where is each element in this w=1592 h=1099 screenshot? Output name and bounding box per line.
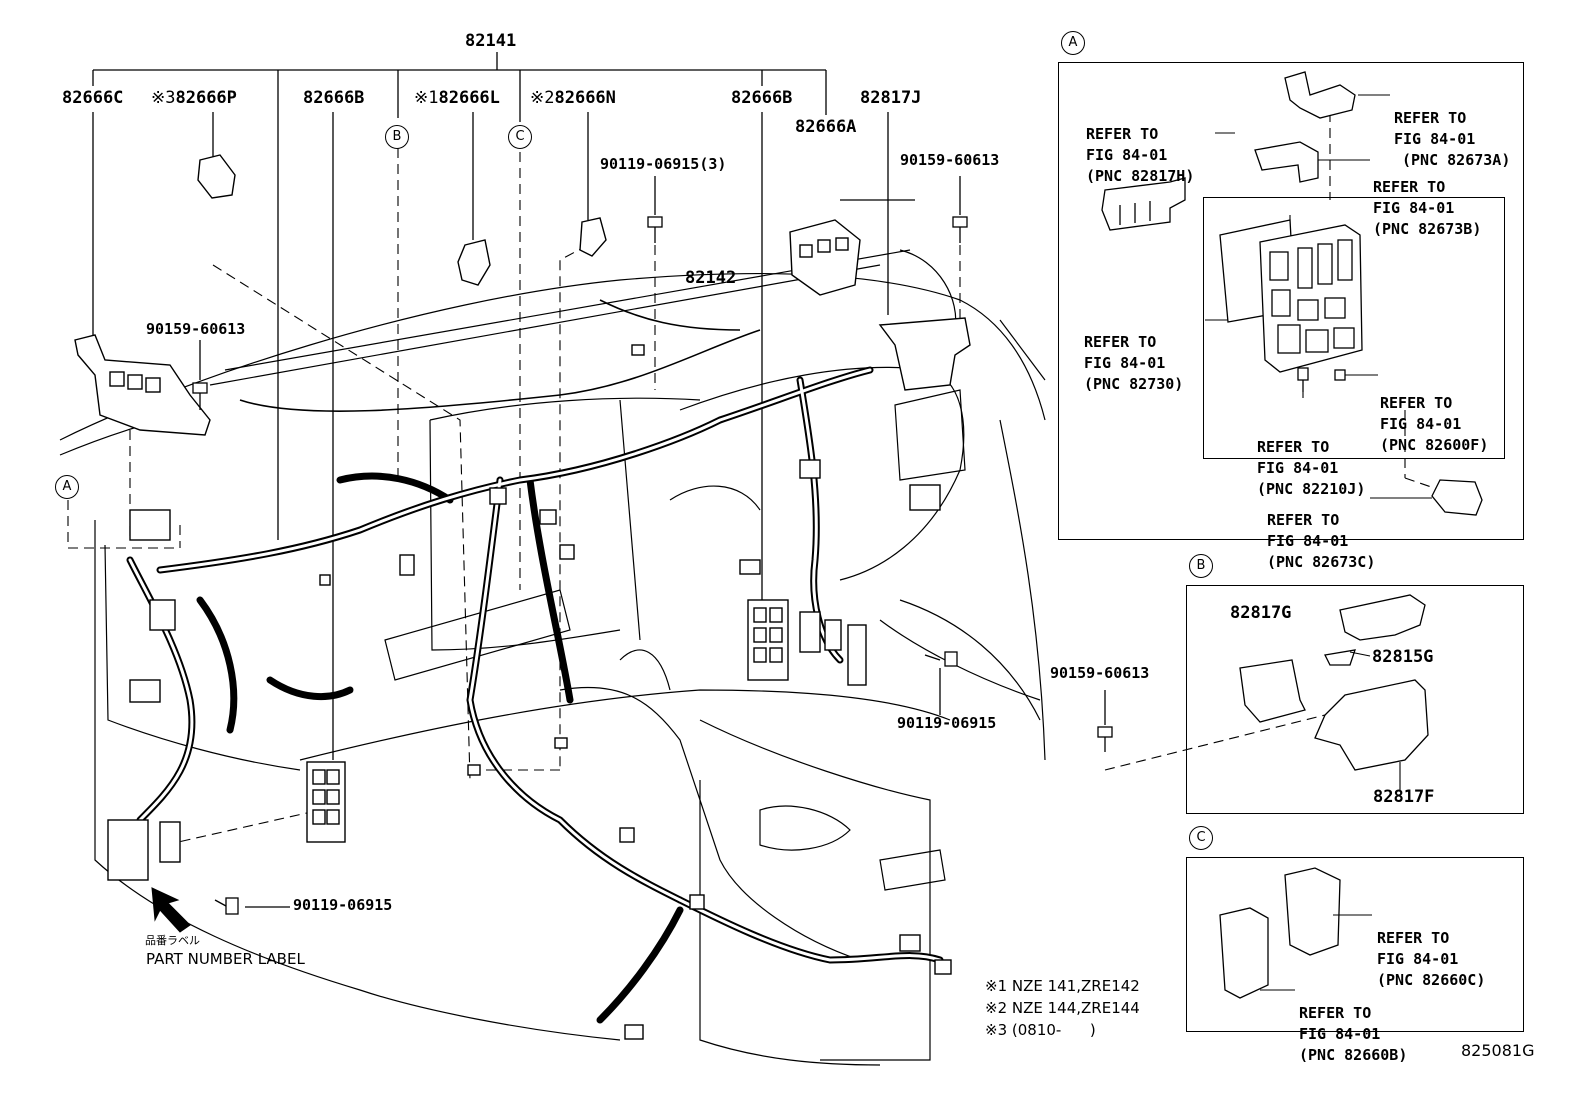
ref-line: (PNC 82817H) (1086, 167, 1195, 185)
ref-82817h: REFER TO FIG 84-01 (PNC 82817H) (1086, 82, 1194, 208)
ref-line: (PNC 82210J) (1257, 480, 1366, 498)
ref-line: FIG 84-01 (1086, 146, 1168, 164)
mark: ※3 (151, 88, 176, 108)
part-label-82815g: 82815G (1372, 647, 1434, 667)
bolt-label-90119-06915-bottom: 90119-06915 (293, 896, 393, 914)
part-label-82142: 82142 (685, 268, 737, 288)
box-a-tag: A (1061, 31, 1085, 55)
ref-line: REFER TO (1380, 394, 1453, 412)
footnote-2: ※2 NZE 144,ZRE144 (985, 999, 1140, 1017)
ref-line: FIG 84-01 (1380, 415, 1462, 433)
part-no: 82666C (62, 88, 124, 108)
detail-box-c (1186, 857, 1524, 1032)
ref-line: (PNC 82673C) (1267, 553, 1376, 571)
ref-82673a: REFER TO FIG 84-01 (PNC 82673A) (1394, 66, 1510, 192)
footnote-3: ※3 (0810- ) (985, 1021, 1096, 1039)
bolt-label-90119-06915-3: 90119-06915(3) (600, 155, 727, 173)
part-label-82666b-left: 82666B (303, 90, 364, 107)
part-label-82817g: 82817G (1230, 603, 1292, 623)
part-82141-label: 82141 (465, 31, 517, 51)
part-label-82666c: 82666C (62, 90, 123, 107)
ref-line: FIG 84-01 (1267, 532, 1349, 550)
part-label-82666b-right: 82666B (731, 90, 792, 107)
ref-82600f: REFER TO FIG 84-01 (PNC 82600F) (1380, 351, 1488, 477)
box-c-tag: C (1189, 826, 1213, 850)
ref-line: FIG 84-01 (1373, 199, 1455, 217)
ref-line: (PNC 82660C) (1377, 971, 1486, 989)
box-b-tag: B (1189, 554, 1213, 578)
ref-82673b: REFER TO FIG 84-01 (PNC 82673B) (1373, 135, 1481, 261)
mark: ※1 (414, 88, 439, 108)
part-number-label-en: PART NUMBER LABEL (146, 950, 305, 968)
relay-block-frame (1203, 197, 1505, 459)
ref-line: REFER TO (1377, 929, 1450, 947)
footnote-1: ※1 NZE 141,ZRE142 (985, 977, 1140, 995)
ref-line: (PNC 82660B) (1299, 1046, 1408, 1064)
bolt-label-90159-60613-box-b: 90159-60613 (1050, 664, 1150, 682)
ref-line: (PNC 82673A) (1402, 151, 1511, 169)
part-no: 82666B (303, 88, 365, 108)
ref-line: REFER TO (1394, 109, 1467, 127)
part-label-82817j: 82817J (860, 90, 921, 107)
bolt-label-90159-60613-left: 90159-60613 (146, 320, 246, 338)
ref-line: (PNC 82600F) (1380, 436, 1489, 454)
detail-box-a (1058, 62, 1524, 540)
bolt-label-90159-60613-right: 90159-60613 (900, 151, 1000, 169)
ref-line: FIG 84-01 (1257, 459, 1339, 477)
ref-line: FIG 84-01 (1084, 354, 1166, 372)
ref-82660b: REFER TO FIG 84-01 (PNC 82660B) (1299, 961, 1407, 1087)
part-no: 82666N (554, 88, 616, 108)
ref-line: REFER TO (1299, 1004, 1372, 1022)
ref-line: (PNC 82673B) (1373, 220, 1482, 238)
part-label-82666a: 82666A (795, 117, 857, 137)
part-label-82666p: ※382666P (151, 90, 237, 107)
mark: ※2 (530, 88, 555, 108)
ref-line: REFER TO (1086, 125, 1159, 143)
ref-line: (PNC 82730) (1084, 375, 1184, 393)
part-label-82666n: ※282666N (530, 90, 616, 107)
ref-line: REFER TO (1084, 333, 1157, 351)
ref-line: FIG 84-01 (1299, 1025, 1381, 1043)
part-no: 82666L (438, 88, 500, 108)
part-label-82666l: ※182666L (414, 90, 500, 107)
bolt-label-90119-06915-center: 90119-06915 (897, 714, 997, 732)
figure-number: 825081G (1461, 1041, 1535, 1060)
ref-line: REFER TO (1373, 178, 1446, 196)
ref-82210j: REFER TO FIG 84-01 (PNC 82210J) (1257, 395, 1365, 521)
part-no: 82666P (175, 88, 237, 108)
ref-82660c: REFER TO FIG 84-01 (PNC 82660C) (1377, 886, 1485, 1012)
ref-line: FIG 84-01 (1377, 950, 1459, 968)
callout-a: A (55, 475, 79, 499)
ref-82673c: REFER TO FIG 84-01 (PNC 82673C) (1267, 468, 1375, 594)
part-label-82817f: 82817F (1373, 787, 1435, 807)
part-no: 82817J (860, 88, 922, 108)
ref-82730: REFER TO FIG 84-01 (PNC 82730) (1084, 290, 1183, 416)
callout-c: C (508, 125, 532, 149)
ref-line: FIG 84-01 (1394, 130, 1476, 148)
part-number-label-jp: 品番ラベル (145, 934, 200, 947)
ref-line: REFER TO (1257, 438, 1330, 456)
part-no: 82666B (731, 88, 793, 108)
ref-line: REFER TO (1267, 511, 1340, 529)
detail-box-b (1186, 585, 1524, 814)
callout-b: B (385, 125, 409, 149)
